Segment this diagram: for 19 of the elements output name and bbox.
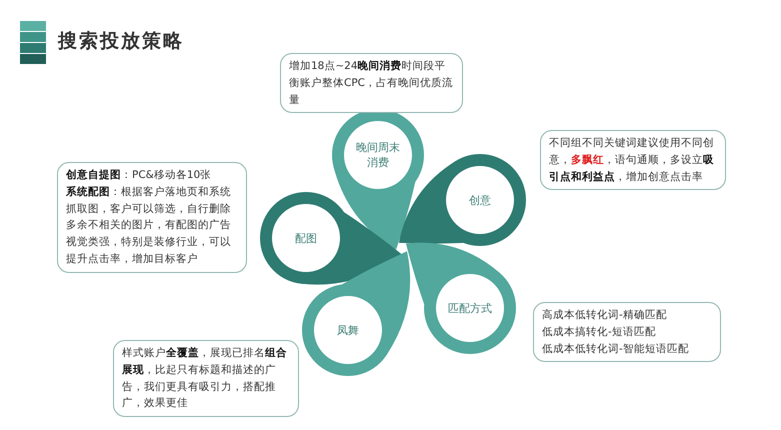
note-card — [113, 340, 299, 418]
note-text: 高成本低转化词-精确匹配 — [542, 308, 668, 323]
note-card — [533, 302, 721, 362]
note-text: 低成本搞转化-短语匹配 — [542, 324, 657, 340]
note-text: 不同组不同关键词建议使用不同创意，多飘红，语句通顺，多设立吸引点和利益点，增加创意点击率 — [549, 136, 715, 185]
petal-label: 匹配方式 — [447, 300, 493, 316]
petal-label: 晚间周末消费 — [355, 140, 401, 170]
note-text: 低成本低转化词-智能短语匹配 — [542, 342, 690, 357]
note-card — [57, 162, 247, 273]
petal-label: 配图 — [294, 230, 318, 246]
title: 搜索投放策略 — [58, 29, 184, 54]
petal-label: 凤舞 — [336, 322, 360, 338]
note-card — [280, 53, 463, 114]
note-text: 创意自提图：PC&移动各10张 — [66, 168, 212, 183]
note-text: 系统配图：根据客户落地页和系统抓取图，客户可以筛选，自行删除多余不相关的图片，有配图的广告视觉类强，特别是装修行业，可以提升点击率，增加目标客户 — [66, 184, 232, 267]
note-text: 样式账户全覆盖，展现已排名组合展现，比起只有标题和描述的广告，我们更具有吸引力，搭配推广，效果更佳 — [122, 346, 288, 412]
petal-label: 创意 — [468, 192, 492, 208]
note-card — [540, 130, 726, 190]
note-text: 增加18点~24晚间消费时间段平衡账户整体CPC，占有晚间优质流量 — [289, 59, 454, 108]
